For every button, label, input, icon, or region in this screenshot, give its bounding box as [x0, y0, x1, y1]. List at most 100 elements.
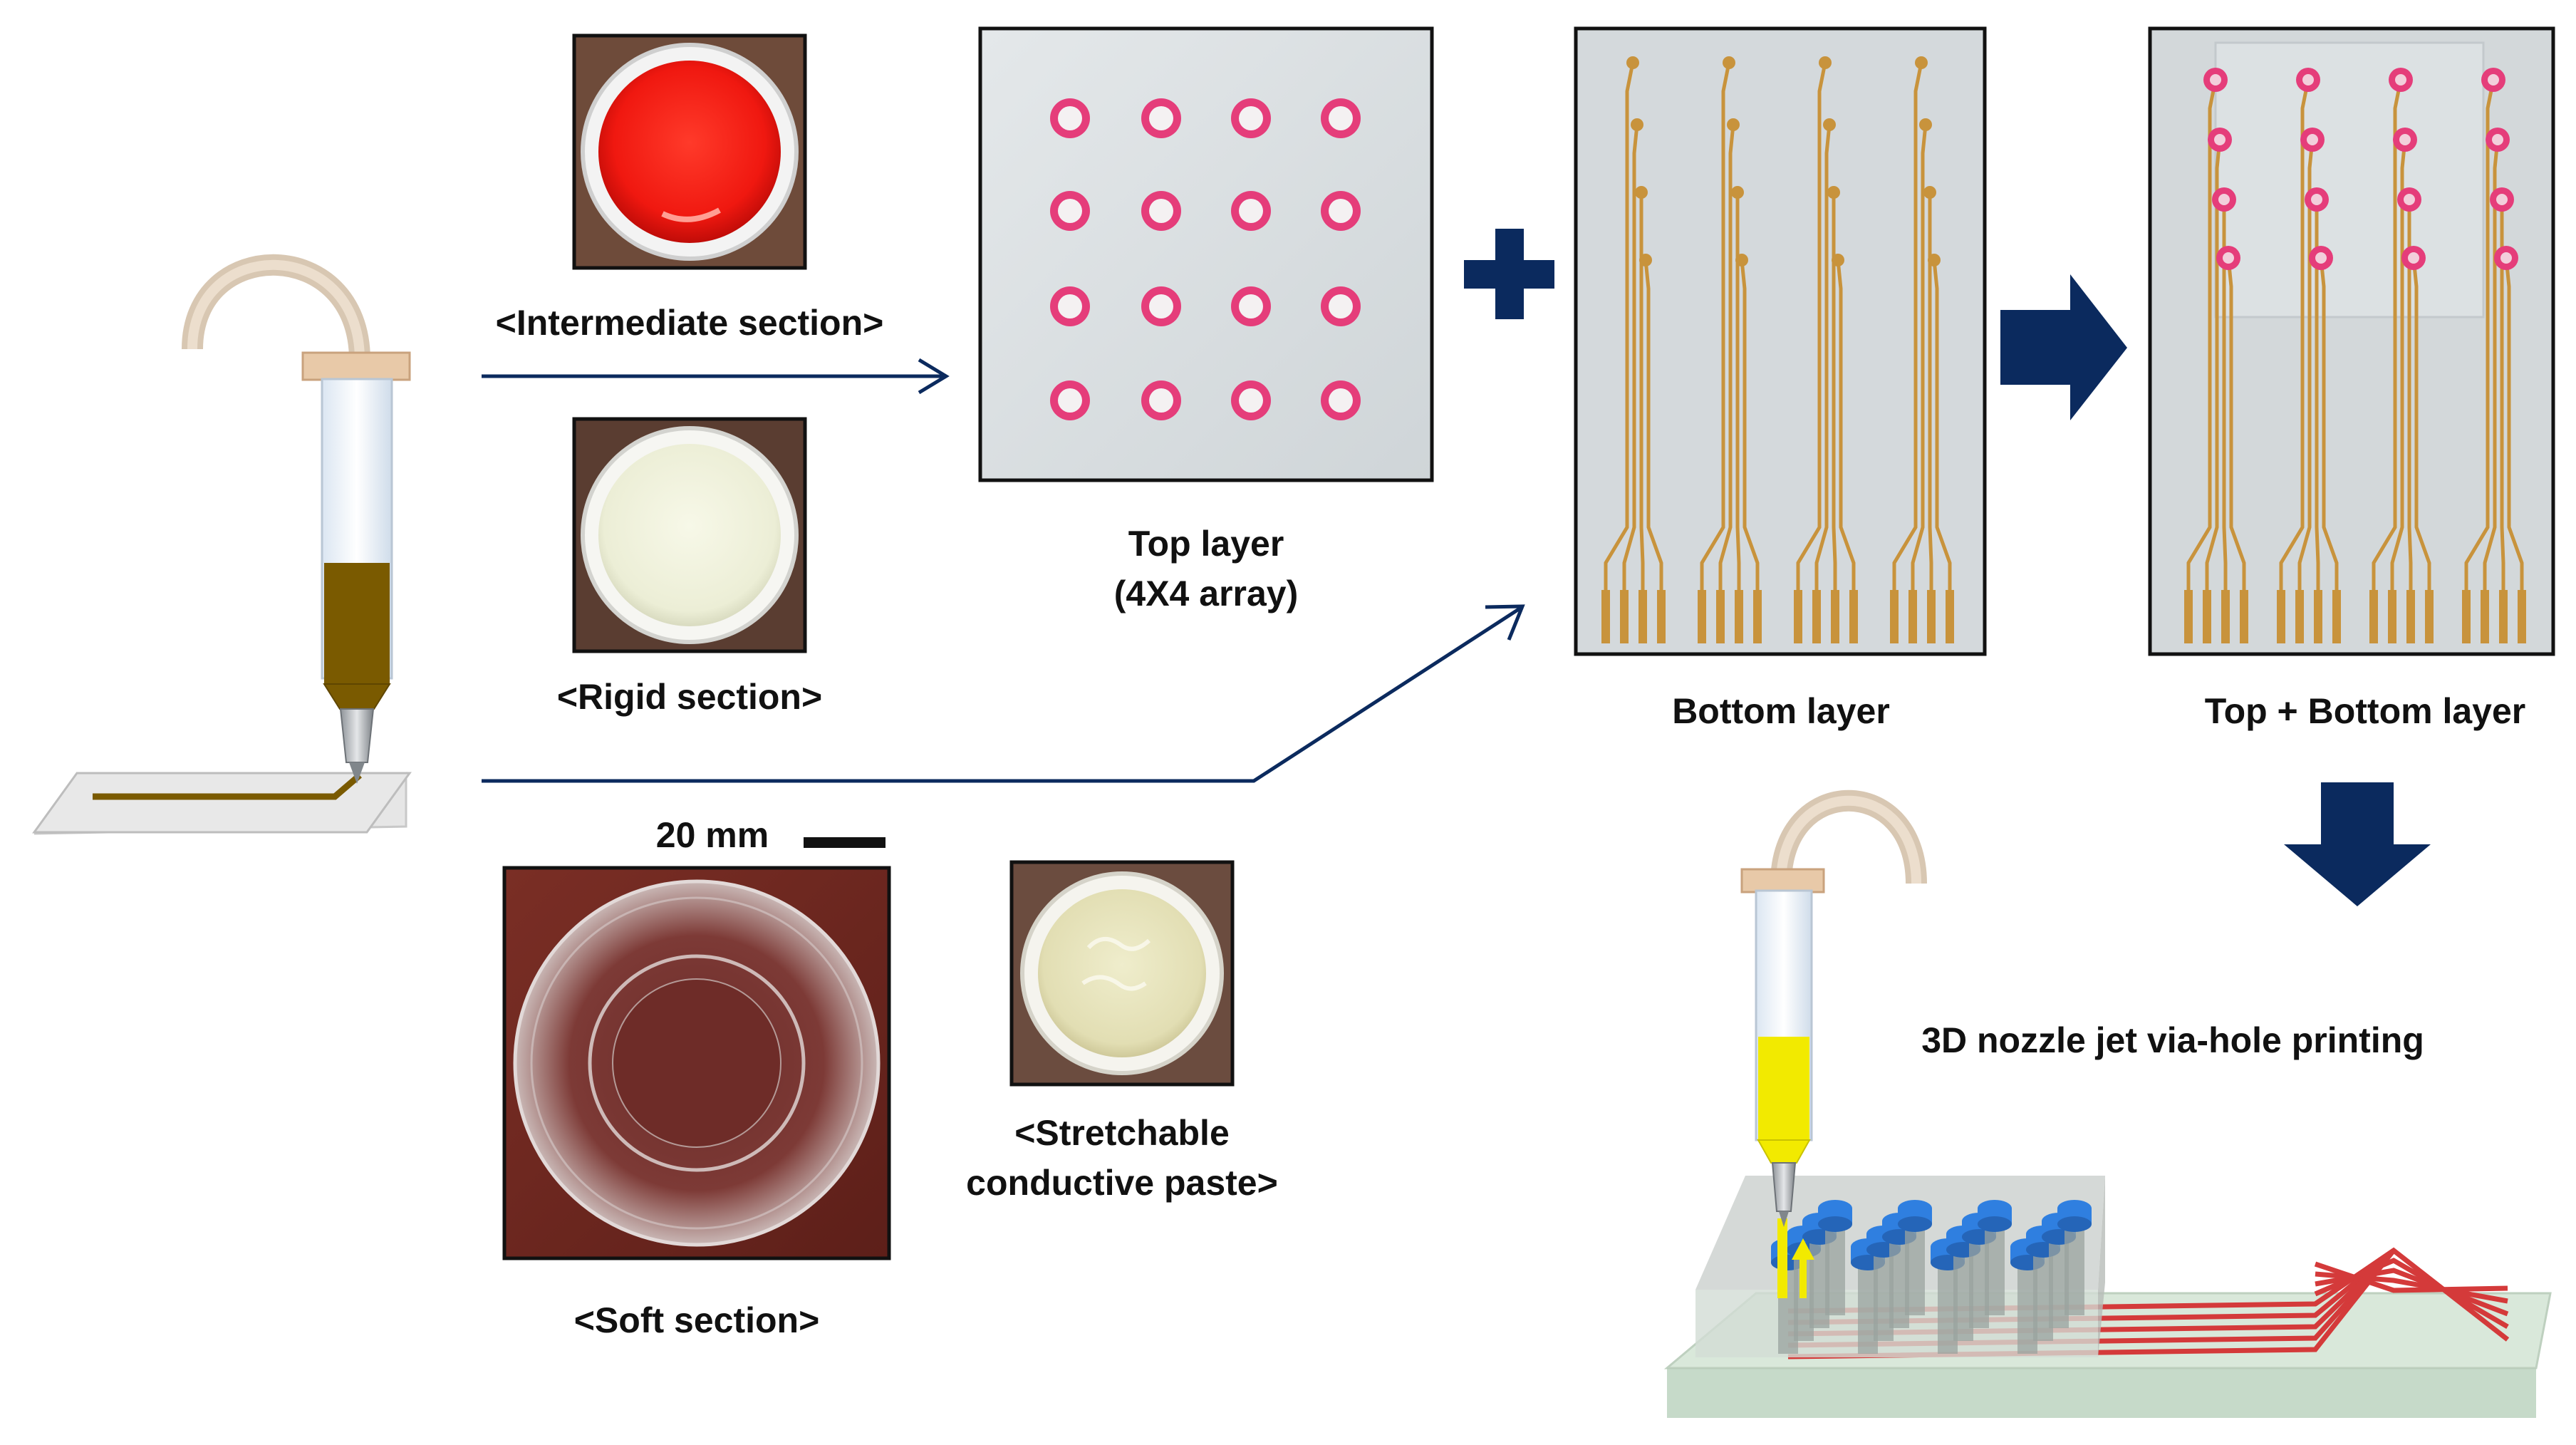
intermediate-section-photo: [572, 33, 807, 270]
contact-finger: [1601, 590, 1610, 643]
conductive-trace: [2279, 79, 2310, 606]
conductive-trace: [2390, 139, 2407, 606]
soft-section-photo: [502, 866, 891, 1260]
via-holes: [1771, 1200, 2092, 1354]
trace-pad: [1915, 56, 1928, 69]
trace-pad: [1727, 118, 1740, 131]
contact-finger: [1753, 590, 1762, 643]
trace-pad: [1819, 56, 1832, 69]
red-trace: [2315, 1271, 2508, 1304]
trace-pad: [1827, 186, 1840, 199]
contact-finger: [1908, 590, 1917, 643]
conductive-trace: [1604, 62, 1635, 606]
trace-pad: [1735, 254, 1748, 266]
arrow-down-icon: [2284, 782, 2431, 906]
red-trace: [2314, 1247, 2510, 1342]
contact-finger: [2332, 590, 2341, 643]
intermediate-section-label: <Intermediate section>: [495, 303, 884, 343]
trace-pattern: [1601, 56, 1954, 643]
contact-finger: [1794, 590, 1802, 643]
top-layer-label-line2: (4X4 array): [1113, 574, 1299, 613]
printed-trace: [93, 772, 362, 800]
trace-pad: [1919, 118, 1932, 131]
contact-finger: [1812, 590, 1821, 643]
contact-finger: [1620, 590, 1629, 643]
contact-finger: [2462, 590, 2471, 643]
contact-finger: [2295, 590, 2304, 643]
conductive-trace: [1622, 124, 1639, 606]
trace-pad: [1731, 186, 1744, 199]
conductive-trace: [1932, 259, 1952, 606]
conductive-trace: [2319, 257, 2339, 606]
conductive-trace: [2504, 257, 2524, 606]
conductive-trace: [2186, 79, 2218, 606]
trace-pad: [1723, 56, 1735, 69]
contact-finger: [1831, 590, 1839, 643]
trace-pad: [1631, 118, 1643, 131]
bottom-layer-label: Bottom layer: [1672, 691, 1890, 731]
contact-finger: [2203, 590, 2211, 643]
trace-pad: [1928, 254, 1941, 266]
contact-finger: [2184, 590, 2193, 643]
conductive-trace: [2226, 257, 2246, 606]
syringe-needle: [339, 708, 375, 763]
conductive-trace: [2315, 200, 2320, 606]
trace-pad: [1639, 254, 1652, 266]
syringe-cap: [301, 351, 411, 381]
syringe-icon: [1740, 789, 1927, 1227]
stretchable-paste-photo: [1009, 860, 1235, 1087]
substrate-plate-top: [32, 772, 412, 834]
conductive-trace: [1836, 259, 1856, 606]
trace-pad: [1635, 186, 1648, 199]
paste-label-line1: <Stretchable: [1014, 1113, 1230, 1153]
contact-finger: [1638, 590, 1647, 643]
arrow-right-icon: [482, 358, 950, 395]
bottom-layer-photo: [1574, 26, 1987, 656]
soft-section-label: <Soft section>: [573, 1300, 820, 1340]
conductive-trace: [2372, 79, 2403, 606]
contact-finger: [1735, 590, 1743, 643]
red-trace: [2314, 1261, 2508, 1293]
contact-finger: [2499, 590, 2508, 643]
top-bottom-layer-photo: [2148, 26, 2555, 656]
contact-finger: [2481, 590, 2489, 643]
contact-finger: [2425, 590, 2434, 643]
contact-finger: [1716, 590, 1725, 643]
contact-finger: [2369, 590, 2378, 643]
contact-finger: [2314, 590, 2322, 643]
arrow-right-icon: [482, 604, 1525, 783]
nozzle-printing-label: 3D nozzle jet via-hole printing: [1921, 1020, 2424, 1060]
contact-finger: [1890, 590, 1899, 643]
top-layer-label-line1: Top layer: [1128, 524, 1284, 564]
contact-finger: [2277, 590, 2285, 643]
contact-finger: [1849, 590, 1858, 643]
contact-finger: [2240, 590, 2248, 643]
conductive-trace: [2411, 257, 2431, 606]
conductive-trace: [2222, 200, 2228, 606]
conductive-trace: [1700, 62, 1731, 606]
syringe-icon: [32, 254, 412, 835]
conductive-trace: [1911, 124, 1928, 606]
conductive-trace: [1892, 62, 1923, 606]
rigid-section-label: <Rigid section>: [556, 677, 823, 717]
conductive-trace: [2205, 139, 2222, 606]
via-hole-printing-illustration: [1663, 789, 2552, 1418]
conductive-trace: [1832, 192, 1837, 606]
conductive-trace: [1796, 62, 1827, 606]
conductive-trace: [1735, 192, 1741, 606]
scale-bar: [804, 837, 886, 848]
top-layer-photo: [978, 26, 1434, 482]
contact-finger: [2518, 590, 2526, 643]
syringe-paste-fill: [324, 563, 390, 684]
conductive-trace: [2407, 200, 2413, 606]
trace-pad: [1923, 186, 1936, 199]
top-bottom-layer-label: Top + Bottom layer: [2204, 691, 2526, 731]
rigid-section-photo: [572, 417, 807, 653]
trace-pad: [1626, 56, 1639, 69]
contact-finger: [1657, 590, 1666, 643]
paste-label-line2: conductive paste>: [966, 1163, 1278, 1203]
contact-finger: [2221, 590, 2230, 643]
red-trace: [2315, 1268, 2509, 1317]
trace-pad: [1823, 118, 1836, 131]
